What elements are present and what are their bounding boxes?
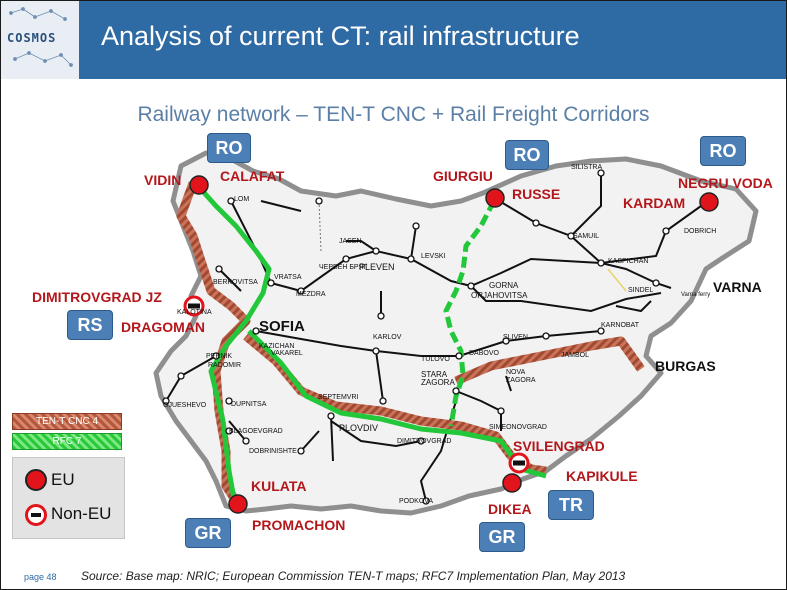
svg-text:KAZICHAN: KAZICHAN bbox=[259, 343, 294, 350]
label-negru-voda: NEGRU VODA bbox=[678, 175, 773, 191]
legend-eu: EU bbox=[51, 470, 75, 489]
svg-text:SINDEL: SINDEL bbox=[628, 287, 653, 294]
label-vidin: VIDIN bbox=[144, 172, 182, 188]
svg-text:PERNIK: PERNIK bbox=[206, 353, 232, 360]
country-badge-gr-west: GR bbox=[185, 518, 231, 548]
svg-text:VRATSA: VRATSA bbox=[274, 274, 302, 281]
label-dragoman: DRAGOMAN bbox=[121, 319, 205, 335]
svg-text:ZAGORA: ZAGORA bbox=[506, 377, 536, 384]
svg-text:PLOVDIV: PLOVDIV bbox=[339, 423, 378, 433]
rfc7-corridor bbox=[197, 185, 272, 500]
svg-text:ORJAHOVITSA: ORJAHOVITSA bbox=[471, 291, 528, 300]
label-dimitrovgrad-jz: DIMITROVGRAD JZ bbox=[32, 289, 162, 305]
svg-text:STARA: STARA bbox=[421, 370, 448, 379]
label-svilengrad: SVILENGRAD bbox=[513, 438, 605, 454]
legend-ten-t-cnc4: TEN-T CNC 4 bbox=[12, 413, 122, 430]
logo-network-icon bbox=[9, 7, 73, 67]
svg-text:SILISTRA: SILISTRA bbox=[571, 164, 602, 171]
svg-text:KARNOBAT: KARNOBAT bbox=[601, 322, 640, 329]
svg-text:DABOVO: DABOVO bbox=[469, 350, 500, 357]
legend-non-eu: Non-EU bbox=[51, 504, 112, 523]
svg-text:NOVA: NOVA bbox=[506, 369, 526, 376]
rfc7-dashed-russe bbox=[443, 199, 497, 427]
label-russe: RUSSE bbox=[512, 186, 561, 202]
eu-marker-icon bbox=[25, 469, 47, 491]
svg-text:PLEVEN: PLEVEN bbox=[359, 262, 395, 272]
svg-text:KARLOV: KARLOV bbox=[373, 334, 402, 341]
non-eu-crossing-markers bbox=[183, 295, 530, 474]
bulgaria-rail-map: LOM JASEN ЧЕРВЕН БРЯГ PLEVEN LEVSKI SILI… bbox=[153, 150, 759, 516]
label-calafat: CALAFAT bbox=[220, 168, 285, 184]
eu-crossing-markers bbox=[189, 175, 719, 514]
legend-rfc7: RFC 7 bbox=[12, 433, 122, 450]
town-labels: LOM JASEN ЧЕРВЕН БРЯГ PLEVEN LEVSKI SILI… bbox=[163, 164, 716, 505]
page-number: page 48 bbox=[24, 572, 57, 582]
svg-text:GJUESHEVO: GJUESHEVO bbox=[163, 402, 207, 409]
svg-text:SLIVEN: SLIVEN bbox=[503, 334, 528, 341]
bulgaria-outline bbox=[153, 150, 759, 516]
label-varna: VARNA bbox=[713, 279, 762, 295]
page-title: Analysis of current CT: rail infrastruct… bbox=[101, 21, 580, 51]
svg-text:SAMUIL: SAMUIL bbox=[573, 233, 599, 240]
svg-text:Varna ferry: Varna ferry bbox=[681, 292, 710, 298]
country-badge-ro-center: RO bbox=[505, 140, 549, 170]
svg-text:GORNA: GORNA bbox=[489, 281, 519, 290]
faint-link-line bbox=[607, 268, 627, 292]
svg-text:DOBRINISHTE: DOBRINISHTE bbox=[249, 448, 297, 455]
svg-text:LOM: LOM bbox=[234, 196, 249, 203]
logo-text: COSMOS bbox=[7, 31, 57, 45]
svg-text:JAMBOL: JAMBOL bbox=[561, 352, 589, 359]
svg-text:SEPTEMVRI: SEPTEMVRI bbox=[318, 394, 359, 401]
svg-text:KASPICHAN: KASPICHAN bbox=[608, 258, 648, 265]
country-badge-ro-west: RO bbox=[207, 133, 251, 163]
label-kardam: KARDAM bbox=[623, 195, 686, 211]
svg-text:BLAGOEVGRAD: BLAGOEVGRAD bbox=[229, 428, 283, 435]
svg-text:MEZDRA: MEZDRA bbox=[296, 291, 326, 298]
label-promachon: PROMACHON bbox=[252, 517, 346, 533]
country-badge-gr-east: GR bbox=[479, 522, 525, 552]
cosmos-logo: COSMOS bbox=[1, 1, 79, 79]
label-burgas: BURGAS bbox=[655, 358, 716, 374]
svg-text:RADOMIR: RADOMIR bbox=[208, 362, 241, 369]
svg-text:DUPNITSA: DUPNITSA bbox=[231, 401, 267, 408]
page-subtitle: Railway network – TEN-T CNC + Rail Freig… bbox=[137, 103, 650, 126]
svg-text:DOBRICH: DOBRICH bbox=[684, 228, 716, 235]
svg-text:TULOVO: TULOVO bbox=[421, 356, 450, 363]
label-kapikule: KAPIKULE bbox=[566, 468, 638, 484]
label-giurgiu: GIURGIU bbox=[433, 168, 493, 184]
label-kulata: KULATA bbox=[251, 478, 307, 494]
svg-text:KALOTINA: KALOTINA bbox=[177, 309, 212, 316]
dashed-link-line bbox=[318, 200, 322, 252]
svg-text:LEVSKI: LEVSKI bbox=[421, 253, 446, 260]
station-dots bbox=[162, 169, 670, 505]
legend-box: EU Non-EU bbox=[12, 457, 125, 539]
source-note: Source: Base map: NRIC; European Commiss… bbox=[81, 569, 626, 583]
ten-t-cnc4-corridor-burgas bbox=[454, 336, 645, 386]
svg-text:ЧЕРВЕН БРЯГ: ЧЕРВЕН БРЯГ bbox=[319, 264, 368, 271]
label-dikea: DIKEA bbox=[488, 501, 532, 517]
svg-text:ZAGORA: ZAGORA bbox=[421, 378, 455, 387]
slide-header: COSMOS Analysis of current CT: rail infr… bbox=[1, 1, 786, 79]
rfc7-corridor-east bbox=[247, 329, 547, 479]
country-badge-ro-east: RO bbox=[700, 136, 746, 166]
svg-text:JASEN: JASEN bbox=[339, 238, 362, 245]
svg-text:DIMITROVGRAD: DIMITROVGRAD bbox=[397, 438, 451, 445]
svg-text:SIMEONOVGRAD: SIMEONOVGRAD bbox=[489, 424, 547, 431]
non-eu-marker-icon bbox=[25, 504, 47, 526]
country-badge-tr: TR bbox=[548, 490, 594, 520]
svg-text:PODKOVA: PODKOVA bbox=[399, 498, 433, 505]
svg-text:BERKOVITSA: BERKOVITSA bbox=[213, 279, 258, 286]
country-badge-rs: RS bbox=[67, 310, 113, 340]
label-sofia: SOFIA bbox=[259, 318, 305, 335]
svg-text:VAKAREL: VAKAREL bbox=[271, 350, 303, 357]
